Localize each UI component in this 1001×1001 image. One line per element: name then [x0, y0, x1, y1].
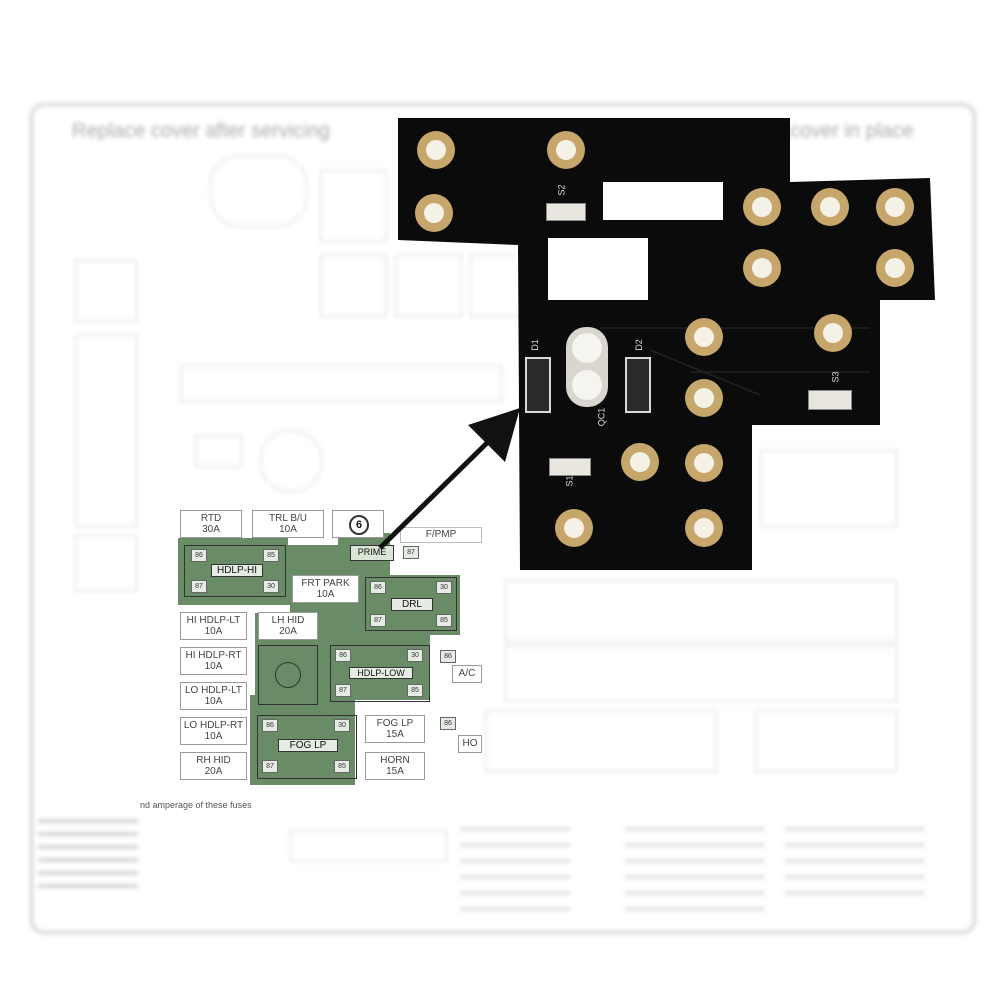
bg-block [395, 255, 462, 317]
bg-block [75, 260, 137, 322]
pcb-pad-hole [424, 203, 444, 223]
pcb-pad-hole [885, 197, 905, 217]
pcb-pad [547, 131, 585, 169]
qc1-hole [572, 333, 602, 363]
switch-s1 [549, 458, 591, 476]
bg-block [260, 430, 322, 492]
pcb-pad-hole [694, 518, 714, 538]
relay-block [258, 645, 318, 705]
pcb-pad-hole [885, 258, 905, 278]
fuse-lo-rt: LO HDLP-RT 10A [180, 717, 247, 745]
footnote-lines [38, 810, 138, 895]
pcb-pad [685, 379, 723, 417]
pcb-pad [417, 131, 455, 169]
fuse-fog-lp: FOG LP 15A [365, 715, 425, 743]
legend-column [625, 815, 765, 920]
fuse-hi-rt: HI HDLP-RT 10A [180, 647, 247, 675]
bg-block [320, 170, 387, 242]
fuse-frt-park: FRT PARK 10A [292, 575, 359, 603]
bg-block [320, 255, 387, 317]
bg-block [755, 710, 897, 772]
pcb-pad [555, 509, 593, 547]
bg-block [75, 535, 137, 592]
pcb-pad-hole [820, 197, 840, 217]
pcb-pad [876, 249, 914, 287]
circle6-icon: 6 [349, 515, 369, 535]
label-d2: D2 [633, 339, 644, 351]
diode-d1 [525, 357, 551, 413]
fuse-hi-lt: HI HDLP-LT 10A [180, 612, 247, 640]
fuse-fpmp: F/PMP [400, 527, 482, 543]
fuse-rtd: RTD 30A [180, 510, 242, 538]
legend-column [785, 815, 925, 895]
relay-hdlp-low: 86 30 87 85 HDLP-LOW [330, 645, 430, 702]
switch-s2 [546, 203, 586, 221]
pcb-pad [811, 188, 849, 226]
pin-86-label: 86 [440, 650, 456, 663]
pcb-pad-hole [694, 453, 714, 473]
bg-block [470, 255, 527, 317]
relay-hdlp-hi: 86 85 87 30 HDLP-HI [184, 545, 286, 597]
relay-prime: PRIME [350, 545, 394, 561]
diode-d2 [625, 357, 651, 413]
label-s1: S1 [564, 475, 575, 487]
pcb-pad-hole [752, 197, 772, 217]
bg-block [760, 450, 897, 527]
bg-block [505, 580, 897, 642]
pcb-pad-hole [426, 140, 446, 160]
circle-badge: 6 [332, 510, 384, 538]
pcb-pad [743, 249, 781, 287]
pcb-pad-hole [630, 452, 650, 472]
bg-block [210, 155, 307, 227]
relay-circle [275, 662, 301, 688]
relay-drl: 86 30 87 85 DRL [365, 577, 457, 631]
fuse-rh-hid: RH HID 20A [180, 752, 247, 780]
legend-column [460, 815, 570, 920]
pcb-pad [743, 188, 781, 226]
pin-86-label: 86 [440, 717, 456, 730]
bg-block [195, 435, 242, 467]
fuse-horn: HORN 15A [365, 752, 425, 780]
fuse-diagram-inset: RTD 30A TRL B/U 10A 6 F/PMP 86 85 87 30 … [160, 505, 482, 785]
header-left-text: Replace cover after servicing [72, 120, 330, 142]
pcb-pad [621, 443, 659, 481]
fuse-lo-lt: LO HDLP-LT 10A [180, 682, 247, 710]
switch-s3 [808, 390, 852, 410]
bg-block [485, 710, 717, 772]
pcb-pad [876, 188, 914, 226]
pcb-pad [415, 194, 453, 232]
pcb-pad-hole [823, 323, 843, 343]
header-right-text: cover in place [790, 120, 914, 142]
label-s2: S2 [556, 184, 567, 196]
pin-87-label: 87 [403, 546, 419, 559]
bg-block [505, 645, 897, 702]
bg-block [75, 335, 137, 527]
relay-fog-lp: 86 30 87 85 FOG LP [257, 715, 357, 779]
pcb-pad [814, 314, 852, 352]
diagram-outline [30, 103, 976, 934]
footnote-text: nd amperage of these fuses [140, 800, 252, 810]
label-d1: D1 [529, 339, 540, 351]
pcb-pad-hole [694, 388, 714, 408]
pcb-pad-hole [556, 140, 576, 160]
relay-ac: A/C [452, 665, 482, 683]
pcb-pad-hole [564, 518, 584, 538]
bg-block [290, 830, 447, 862]
label-s3: S3 [830, 371, 841, 383]
pcb-pad [685, 318, 723, 356]
relay-ho: HO [458, 735, 482, 753]
label-qc1: QC1 [596, 407, 607, 427]
pcb-pad-hole [752, 258, 772, 278]
pcb-pad-hole [694, 327, 714, 347]
qc1-hole [572, 370, 602, 400]
bg-block [180, 365, 502, 402]
pcb-pad [685, 509, 723, 547]
pcb-pad [685, 444, 723, 482]
fuse-lh-hid: LH HID 20A [258, 612, 318, 640]
fuse-trl: TRL B/U 10A [252, 510, 324, 538]
